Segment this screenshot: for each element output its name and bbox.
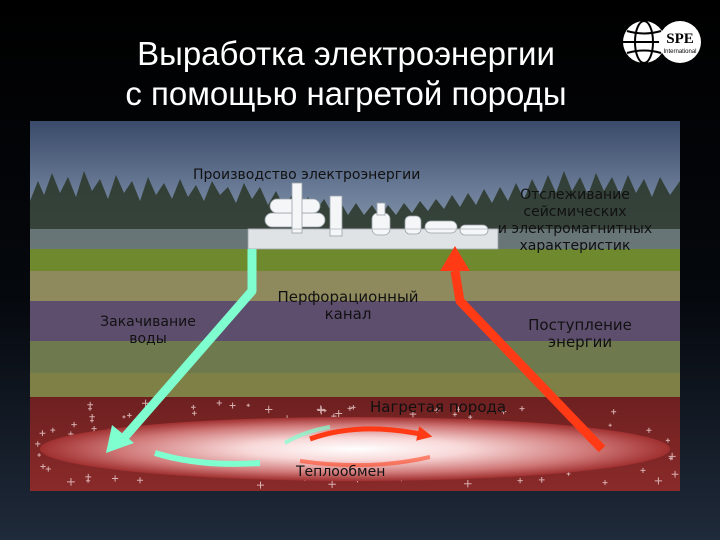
hot-rock-label: Нагретая порода — [370, 398, 507, 416]
energy-supply-label: Поступление энергии — [528, 316, 632, 351]
layer-grass — [30, 249, 680, 271]
production-arrow — [440, 246, 606, 453]
power-production-label: Производство электроэнергии — [193, 167, 421, 183]
hot-rock-reservoir — [40, 417, 670, 481]
layer-purple — [30, 301, 680, 341]
spe-logo: SPE International — [623, 20, 701, 64]
heat-exchange-arrow-green — [154, 450, 261, 467]
globe-icon — [623, 20, 665, 64]
diagram-panel: Производство электроэнергии Отслеживание… — [30, 121, 680, 491]
layer-sand — [30, 271, 680, 301]
water-injection-label: Закачивание воды — [100, 314, 196, 347]
heat-exchange-label: Теплообмен — [296, 464, 386, 480]
layer-khaki — [30, 373, 680, 397]
title-line-2: с помощью нагретой породы — [125, 75, 567, 112]
heat-exchange-arrow-red — [309, 426, 433, 442]
logo-subtext: International — [663, 49, 696, 55]
layer-olive — [30, 341, 680, 373]
power-plant — [247, 182, 499, 250]
injection-arrow — [106, 249, 257, 453]
logo-text: SPE — [666, 31, 694, 47]
monitoring-label: Отслеживание сейсмических и электромагни… — [497, 187, 653, 254]
perforation-channel-label: Перфорационный канал — [277, 288, 419, 323]
title-line-1: Выработка электроэнергии — [137, 35, 555, 72]
